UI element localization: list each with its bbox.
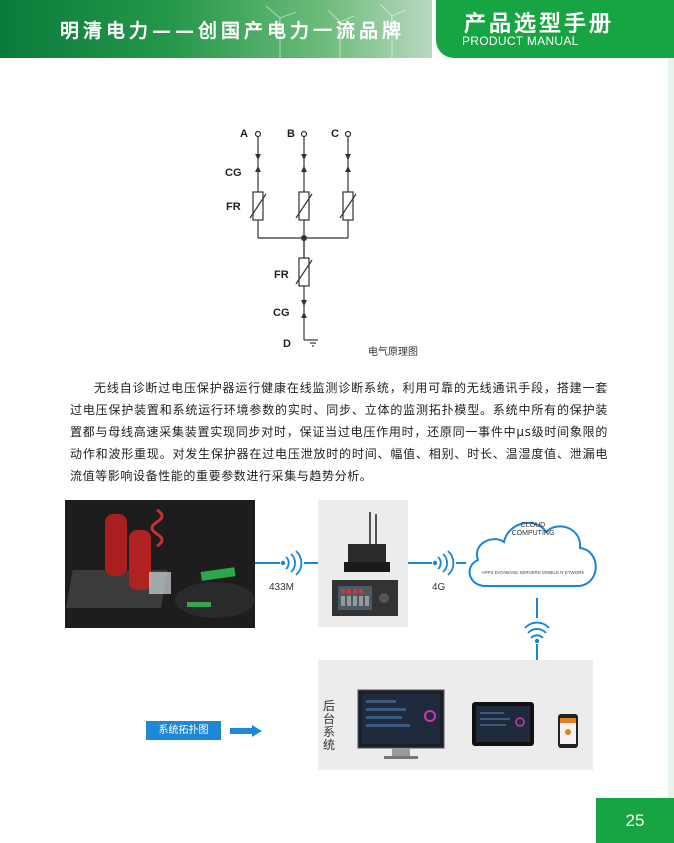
cloud-title-line2: COMPUTING — [511, 530, 555, 537]
link-line-vertical-2 — [536, 644, 538, 660]
link-line-mid-2 — [456, 562, 466, 564]
backend-system-box — [318, 660, 593, 770]
terminal-d-label: D — [283, 338, 291, 350]
gateway-illustration — [332, 512, 398, 616]
cloud-title-line1: CLOUD — [520, 522, 546, 529]
link-4g-label: 4G — [432, 582, 446, 593]
cloud-services: APPS DATABASE SERVERS MOBILE N ETWORK — [481, 570, 585, 575]
gateway-device-box — [318, 500, 408, 627]
terminal-b-label: B — [287, 128, 295, 140]
terminal-a-label: A — [240, 128, 248, 140]
cloud-title: CLOUD COMPUTING — [462, 522, 604, 538]
description-paragraph: 无线自诊断过电压保护器运行健康在线监测诊断系统，利用可靠的无线通讯手段，搭建一套… — [70, 381, 608, 483]
page-edge-rule — [668, 58, 674, 798]
cg-top-label: CG — [225, 167, 242, 179]
manual-title: 产品选型手册 — [464, 12, 615, 37]
wireless-signal-icon — [432, 550, 455, 576]
backend-devices-illustration — [357, 689, 578, 759]
cloud-computing: CLOUD COMPUTING APPS DATABASE SERVERS MO… — [462, 508, 604, 598]
cloud-icon — [468, 522, 597, 587]
link-line-left — [255, 562, 280, 564]
arrow-right-icon — [230, 725, 262, 737]
wireless-signal-icon — [280, 550, 303, 576]
system-topology-label: 系统拓扑图 — [146, 721, 221, 740]
link-line-mid — [408, 562, 432, 564]
arrester-device-photo — [65, 500, 255, 628]
wind-turbine-icon — [265, 3, 407, 58]
fr-bottom-label: FR — [274, 269, 289, 281]
arrester-illustration — [65, 500, 255, 628]
link-line-vertical — [536, 598, 538, 618]
wireless-signal-icon — [524, 621, 550, 644]
header-slogan: 明清电力——创国产电力一流品牌 — [60, 20, 406, 42]
header-banner: 明清电力——创国产电力一流品牌 — [0, 0, 432, 58]
link-433m-label: 433M — [269, 582, 295, 593]
manual-subtitle: PRODUCT MANUAL — [462, 34, 579, 48]
link-line-left-2 — [304, 562, 318, 564]
header-title-block: 产品选型手册 PRODUCT MANUAL — [436, 0, 674, 58]
terminal-c-label: C — [331, 128, 339, 140]
schematic-caption: 电气原理图 — [368, 347, 418, 358]
backend-system-label: 后台系统 — [323, 699, 336, 752]
fr-top-label: FR — [226, 201, 241, 213]
page-number: 25 — [596, 798, 674, 843]
electrical-schematic: A B C CG FR FR CG D — [225, 128, 357, 350]
cg-bottom-label: CG — [273, 307, 290, 319]
